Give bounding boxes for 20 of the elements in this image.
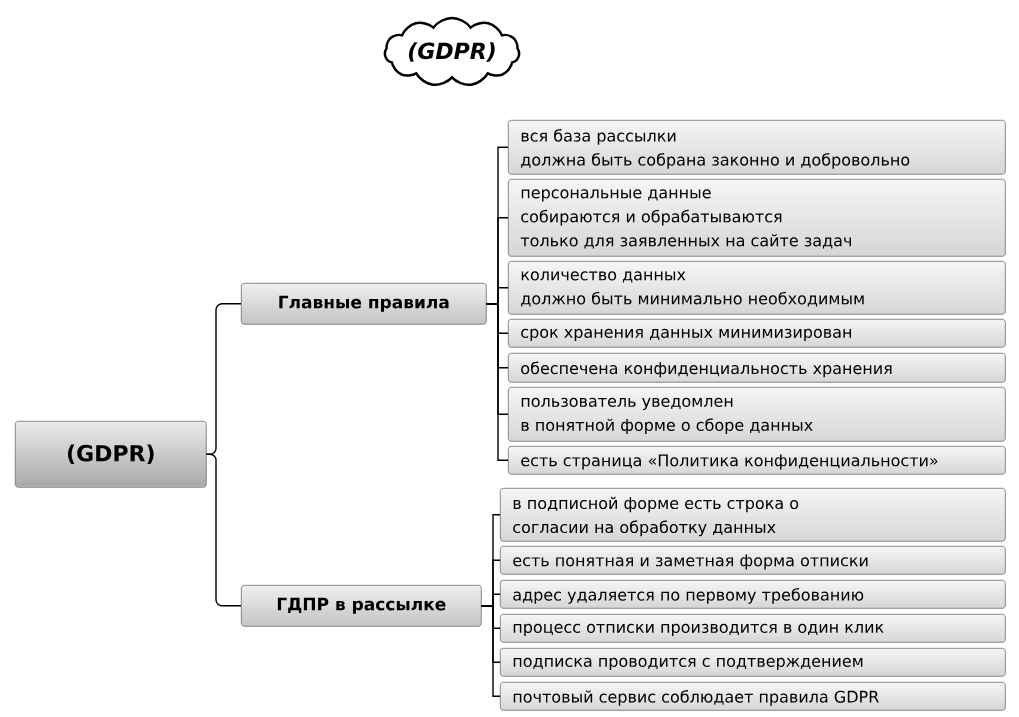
connector [485, 303, 509, 461]
subtopic-box: пользователь уведомлен в понятной форме о сборе данных [508, 387, 1006, 442]
subtopic-box: есть страница «Политика конфиденциальности» [508, 446, 1006, 475]
subtopic-box: почтовый сервис соблюдает правила GDPR [500, 682, 1006, 711]
subtopic-box: вся база рассылки должна быть собрана законно и добровольно [508, 120, 1006, 175]
subtopic-box: обеспечена конфиденциальность хранения [508, 353, 1006, 383]
subtopic-box: подписка проводится с подтверждением [500, 648, 1006, 677]
subtopic-box: в подписной форме есть строка о согласии на обработку данных [500, 488, 1006, 542]
subtopic-box: процесс отписки производится в один клик [500, 614, 1006, 643]
connector [480, 605, 501, 697]
subtopic-box: адрес удаляется по первому требованию [500, 580, 1006, 609]
subtopic-box: персональные данные собираются и обрабатываются только для заявленных на сайте задач [508, 179, 1006, 257]
root-topic-box: (GDPR) [15, 421, 207, 488]
connector [205, 453, 242, 607]
subtopic-box: есть понятная и заметная форма отписки [500, 546, 1006, 575]
subtopic-box: количество данных должно быть минимально необходимым [508, 261, 1006, 315]
subtopic-box: срок хранения данных минимизирован [508, 319, 1006, 348]
branch-topic-box: ГДПР в рассылке [241, 585, 482, 627]
title-cloud: (GDPR) [383, 16, 521, 87]
branch-topic-box: Главные правила [241, 283, 487, 325]
